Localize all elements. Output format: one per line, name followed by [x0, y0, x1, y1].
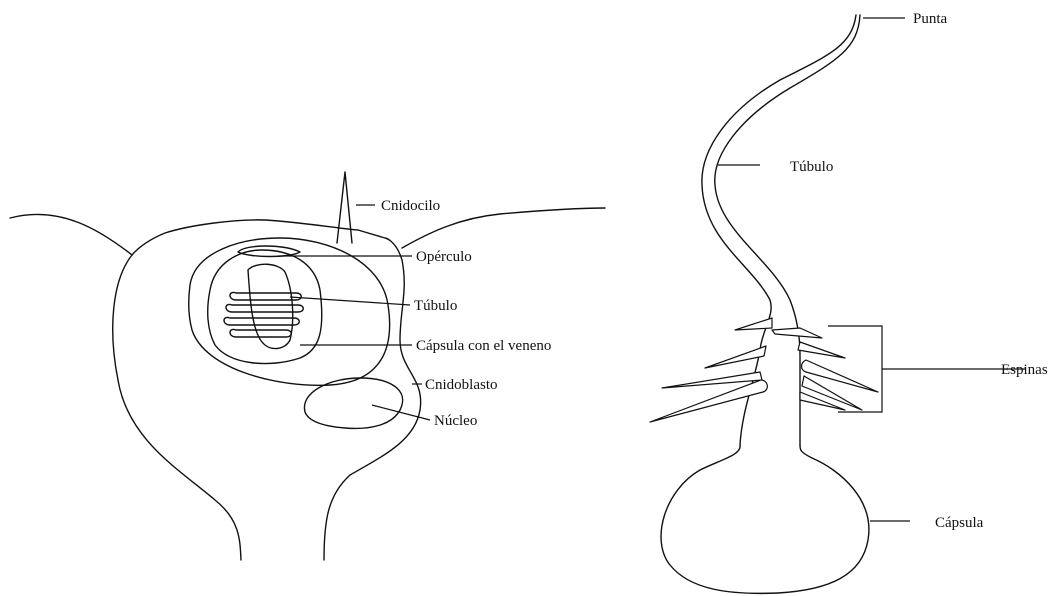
label-capsula: Cápsula: [935, 515, 984, 531]
venom-capsule: [208, 250, 322, 364]
cnidoblast-figure: [10, 172, 605, 560]
label-tubulo-left: Túbulo: [414, 298, 457, 314]
left-leader-lines: [278, 205, 430, 420]
label-tubulo-right: Túbulo: [790, 159, 833, 175]
label-espinas: Espinas: [1001, 362, 1048, 378]
inner-tube: [248, 264, 293, 348]
cnidocil: [337, 172, 352, 243]
right-leader-lines: [718, 18, 1025, 521]
label-operculo: Opérculo: [416, 249, 472, 265]
leader-tubulo-left: [290, 297, 410, 305]
label-capsula-veneno: Cápsula con el veneno: [416, 338, 551, 354]
label-cnidoblasto: Cnidoblasto: [425, 377, 498, 393]
label-punta: Punta: [913, 11, 948, 27]
nematocyst-figure: [650, 15, 878, 593]
label-cnidocilo: Cnidocilo: [381, 198, 440, 214]
cell-body: [113, 220, 421, 560]
surface-line: [10, 208, 605, 255]
capsule-bulb: [661, 445, 869, 593]
label-nucleo: Núcleo: [434, 413, 477, 429]
